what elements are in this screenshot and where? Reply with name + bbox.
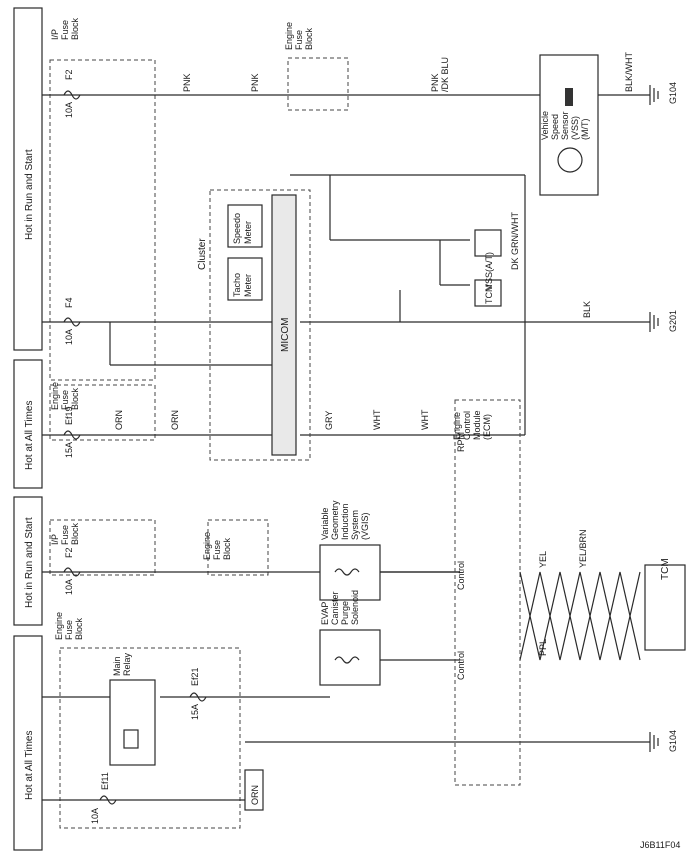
- fuse-ef11-name: Ef11: [100, 772, 110, 790]
- fuse-block-engine-bmid: EngineFuseBlock: [202, 532, 232, 560]
- wire-pnk-top-1: PNK: [182, 73, 192, 92]
- main-relay-label: MainRelay: [112, 652, 132, 676]
- tacho-box: [227, 257, 263, 301]
- fuse-ef19-name: Ef19: [64, 406, 74, 425]
- vss-at-box: [474, 229, 502, 257]
- tcm-b25-label: TCM: [484, 285, 494, 305]
- fuse-ef11-rating: 10A: [90, 808, 100, 824]
- wire-ppl: PPL: [538, 639, 548, 656]
- fuse-f2-rating: 10A: [64, 102, 74, 118]
- ground-symbols: [653, 88, 659, 749]
- wire-orn-1: ORN: [114, 410, 124, 430]
- top-wires: [42, 94, 650, 801]
- micom-box: [271, 194, 297, 456]
- power-label-boxes: [13, 7, 43, 851]
- evap-coil: [334, 656, 360, 664]
- ecm-control-vgis: Control: [456, 561, 466, 590]
- vss-transistor: [557, 147, 583, 173]
- vss-box: [539, 54, 599, 196]
- orn-box-label: ORN: [250, 785, 260, 805]
- fuse-ef21-name: Ef21: [190, 667, 200, 686]
- fuse-block-outlines: [49, 57, 349, 829]
- wire-wht-1: WHT: [372, 409, 382, 430]
- wire-blk-g201: BLK: [582, 301, 592, 318]
- tcm-box: [644, 564, 686, 651]
- wire-wht-2: WHT: [420, 409, 430, 430]
- cluster-outline: [209, 189, 311, 461]
- fuse-f2-name: F2: [64, 69, 74, 80]
- main-relay-box: [109, 679, 156, 766]
- tcm-b25-box: [474, 279, 502, 307]
- vss-sensor-element: [565, 88, 573, 106]
- fuse-block-ip-top: I/PFuseBlock: [50, 17, 80, 40]
- evap-box: [319, 629, 381, 686]
- evap-label: EVAPCanisterPurgeSolenoid: [320, 590, 360, 625]
- wire-orn-2: ORN: [170, 410, 180, 430]
- fuse-f2b-name: F2: [64, 547, 74, 558]
- ground-g104-bottom: G104: [668, 730, 678, 752]
- orn-box: [244, 769, 264, 811]
- power-label-3: Hot in Run and Start: [24, 517, 35, 608]
- fuse-block-ip-bottom: I/PFuseBlock: [50, 522, 80, 545]
- wire-blk-wht-top: BLK/WHT: [624, 51, 634, 92]
- ecm-control-evap: Control: [456, 651, 466, 680]
- ecm-outline: [454, 399, 521, 786]
- fuse-f4-name: F4: [64, 297, 74, 308]
- wire-yel: YEL: [538, 551, 548, 568]
- ground-g104-top: G104: [668, 82, 678, 104]
- fuse-block-engine-bottom: EngineFuseBlock: [54, 612, 84, 640]
- power-label-4: Hot at All Times: [24, 731, 35, 800]
- power-label-1: Hot in Run and Start: [24, 149, 35, 240]
- wire-dkgrn-wht-inline: DK GRN/WHT: [510, 212, 520, 270]
- vss-at-label: VSS(A/T): [484, 252, 494, 290]
- fuse-f2b-rating: 10A: [64, 579, 74, 595]
- speedo-label: SpeedoMeter: [232, 213, 253, 244]
- micom-label: MICOM: [280, 318, 291, 352]
- fuse-ef19-rating: 15A: [64, 442, 74, 458]
- wire-yel-brn: YEL/BRN: [578, 529, 588, 568]
- cluster-label: Cluster: [197, 238, 208, 270]
- ground-g201: G201: [668, 310, 678, 332]
- fuse-block-engine-top: EngineFuseBlock: [284, 22, 314, 50]
- wire-pnk-top-2: PNK: [250, 73, 260, 92]
- figure-id: J6B11F04: [640, 840, 680, 850]
- ecm-label: EngineControlModule(ECM): [452, 410, 492, 440]
- power-label-2: Hot at All Times: [24, 401, 35, 470]
- wire-gry: GRY: [324, 411, 334, 430]
- vertical-wires: [109, 85, 651, 752]
- tacho-label: TachoMeter: [232, 273, 253, 297]
- vgis-coil: [334, 568, 360, 576]
- fuse-f4-rating: 10A: [64, 329, 74, 345]
- wire-pnk-dkblu-top: PNK/DK BLU: [430, 57, 450, 92]
- fuse-ef21-rating: 15A: [190, 704, 200, 720]
- ecm-rpm-label: RPM: [456, 432, 466, 452]
- fuse-block-engine-mid: EngineFuseBlock: [50, 382, 80, 410]
- tcm-label: TCM: [660, 558, 671, 580]
- speedo-box: [227, 204, 263, 248]
- can-twisted-pair: [519, 571, 641, 661]
- vss-label: VehicleSpeedSensor(VSS)(M/T): [540, 111, 590, 140]
- fuse-symbols: [63, 90, 207, 805]
- main-relay-coil: [123, 729, 139, 749]
- vgis-label: VariableGeometryInductionSystem(VGIS): [320, 500, 370, 540]
